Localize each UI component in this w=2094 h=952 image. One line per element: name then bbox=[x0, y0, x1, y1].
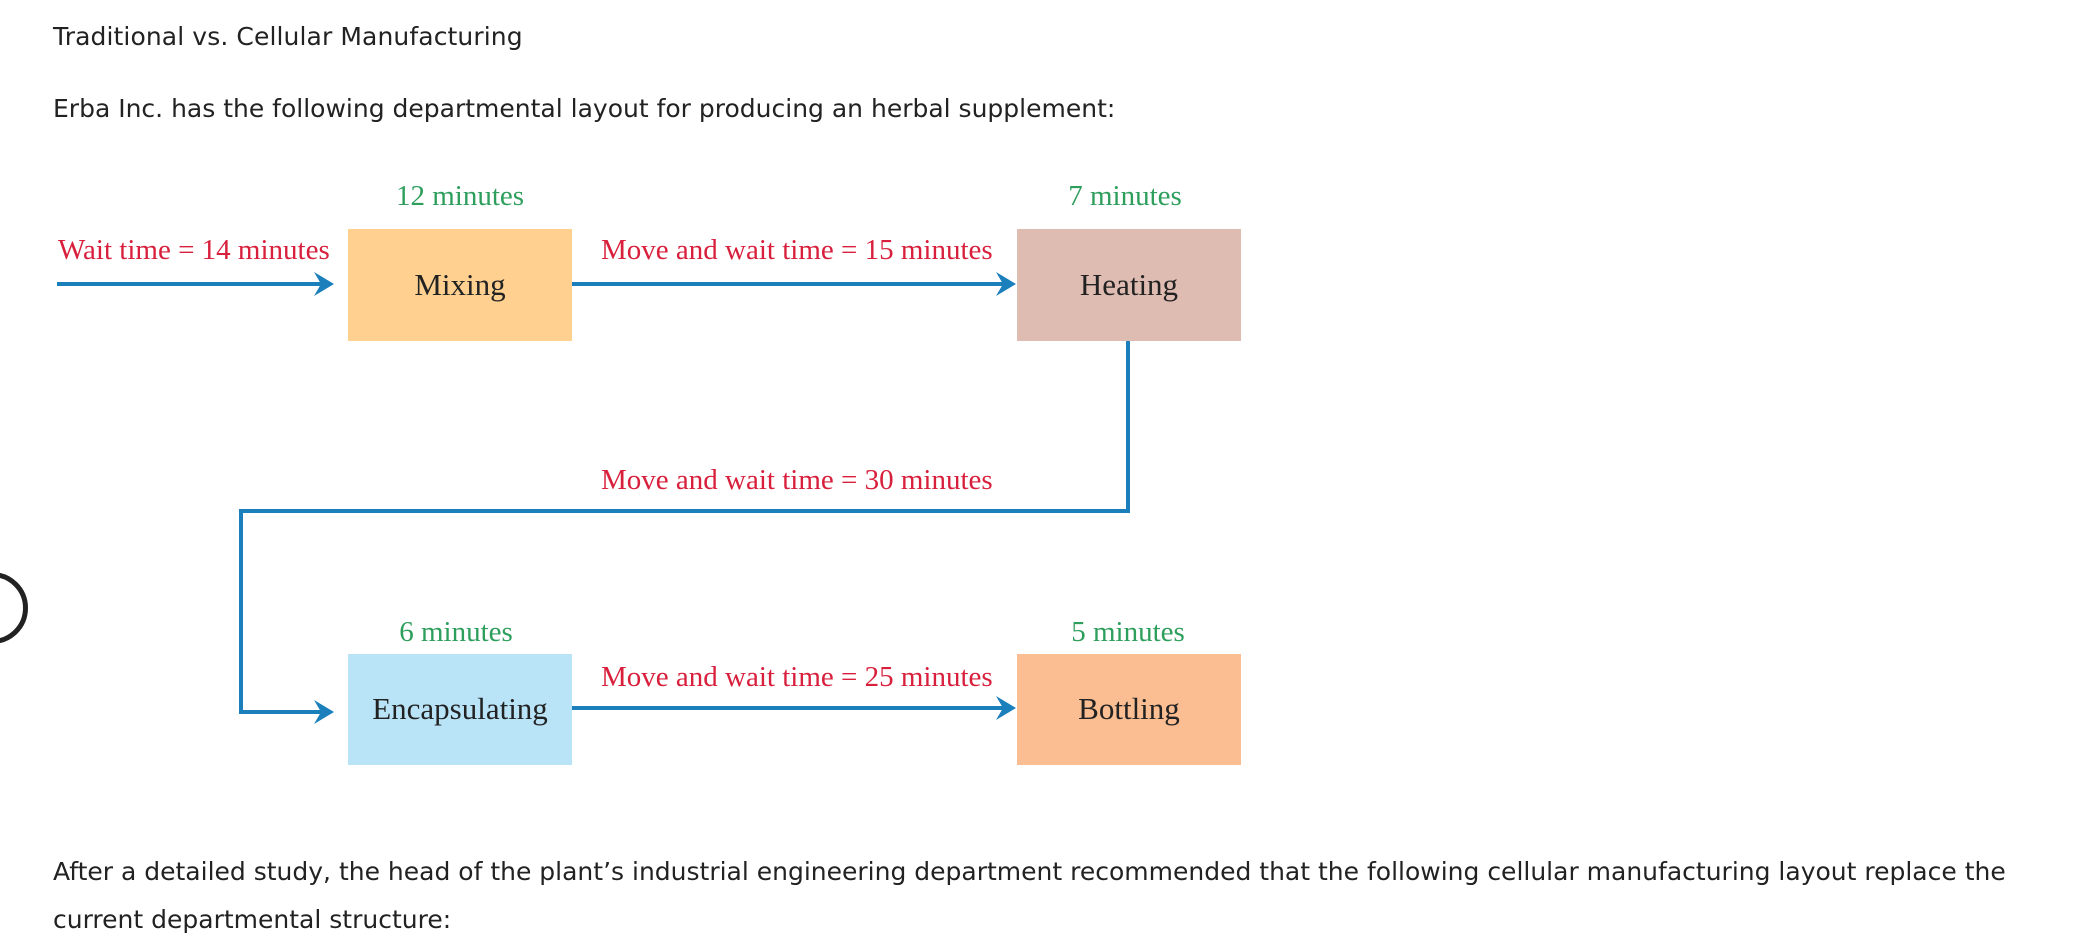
encapsulating-to-bottling-arrow-head bbox=[996, 696, 1016, 720]
heating-to-encapsulating-arrow-head bbox=[314, 700, 334, 724]
bottling-box bbox=[1017, 654, 1241, 765]
encapsulating-to-bottling-label: Move and wait time = 25 minutes bbox=[601, 661, 993, 693]
encapsulating-time-label: 6 minutes bbox=[399, 616, 513, 648]
encapsulating-label: Encapsulating bbox=[372, 691, 548, 726]
mixing-time-label: 12 minutes bbox=[396, 180, 524, 212]
bottling-time-label: 5 minutes bbox=[1071, 616, 1185, 648]
mixing-to-heating-arrow-head bbox=[996, 272, 1016, 296]
encapsulating-box bbox=[348, 654, 572, 765]
heating-label: Heating bbox=[1080, 267, 1178, 302]
page-title: Traditional vs. Cellular Manufacturing bbox=[53, 22, 523, 51]
mixing-box bbox=[348, 229, 572, 341]
flow-lines bbox=[57, 272, 1130, 724]
heating-to-encapsulating-connector bbox=[239, 341, 1130, 714]
recommendation-paragraph: After a detailed study, the head of the … bbox=[53, 857, 2006, 934]
heating-time-label: 7 minutes bbox=[1068, 180, 1182, 212]
wait-arrow-head bbox=[314, 272, 334, 296]
initial-wait-label: Wait time = 14 minutes bbox=[58, 234, 330, 266]
mixing-to-heating-label: Move and wait time = 15 minutes bbox=[601, 234, 993, 266]
heating-box bbox=[1017, 229, 1241, 341]
intro-paragraph: Erba Inc. has the following departmental… bbox=[53, 94, 1116, 123]
mixing-label: Mixing bbox=[414, 267, 505, 302]
heating-to-encapsulating-label: Move and wait time = 30 minutes bbox=[601, 464, 993, 496]
bottling-label: Bottling bbox=[1078, 691, 1180, 726]
